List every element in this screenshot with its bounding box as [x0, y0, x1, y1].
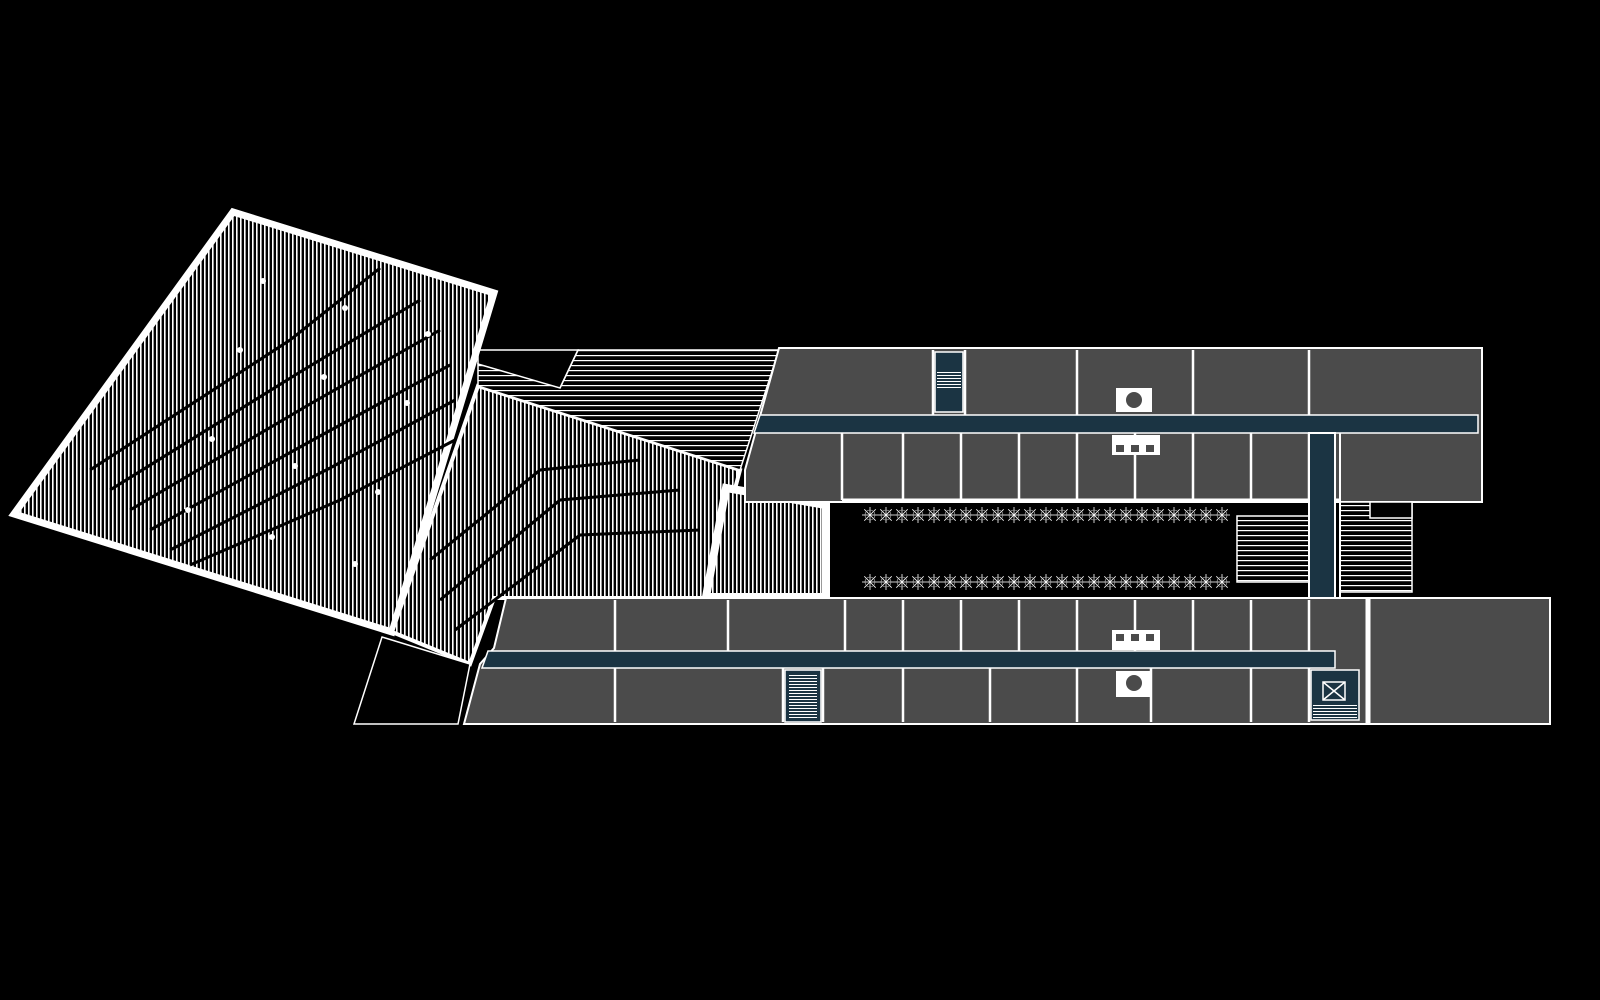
west-wing-large	[8, 207, 499, 637]
tree-icon	[878, 507, 894, 523]
tree-icon	[1198, 574, 1214, 590]
tree-icon	[1150, 574, 1166, 590]
tree-icon	[1022, 507, 1038, 523]
tree-icon	[990, 507, 1006, 523]
shaft-icon	[1310, 669, 1360, 721]
east-hall	[1367, 597, 1551, 725]
tree-icon	[1134, 507, 1150, 523]
middle-wing-chevrons	[429, 458, 701, 632]
restroom-icon	[1112, 435, 1160, 455]
east-triangle-hatch	[701, 483, 830, 601]
tree-icon	[974, 574, 990, 590]
tree-icon	[942, 574, 958, 590]
tree-icon	[1022, 574, 1038, 590]
southwest-plaza-outline	[352, 636, 471, 725]
north-terrace-outline	[477, 349, 580, 389]
tree-icon	[1214, 507, 1230, 523]
tree-icon	[1054, 574, 1070, 590]
tree-icon	[894, 507, 910, 523]
tree-icon	[894, 574, 910, 590]
tree-icon	[1166, 574, 1182, 590]
tree-icon	[1214, 574, 1230, 590]
tree-icon	[1086, 507, 1102, 523]
tree-icon	[1102, 507, 1118, 523]
tree-icon	[1134, 574, 1150, 590]
tree-icon	[1086, 574, 1102, 590]
restroom-icon	[1112, 630, 1160, 650]
tree-icon	[1102, 574, 1118, 590]
tree-icon	[862, 507, 878, 523]
tree-icon	[958, 507, 974, 523]
tree-icon	[974, 507, 990, 523]
north-bar-upper-walls	[931, 350, 1311, 415]
tree-icon	[1070, 574, 1086, 590]
column-dots	[185, 278, 431, 567]
tree-icon	[926, 574, 942, 590]
tree-icon	[958, 574, 974, 590]
tree-icon	[926, 507, 942, 523]
tree-icon	[1150, 507, 1166, 523]
courtyard-trees	[862, 507, 1230, 590]
north-bar	[744, 347, 1483, 503]
tree-icon	[862, 574, 878, 590]
tree-icon	[910, 507, 926, 523]
stair-icon	[784, 669, 822, 723]
tree-icon	[878, 574, 894, 590]
tree-icon	[1198, 507, 1214, 523]
tree-icon	[1166, 507, 1182, 523]
elevator-icon	[1116, 388, 1152, 412]
tree-icon	[990, 574, 1006, 590]
tree-icon	[942, 507, 958, 523]
tree-icon	[1182, 507, 1198, 523]
south-bar	[462, 597, 1551, 725]
north-corridor	[752, 414, 1479, 434]
tree-icon	[1038, 507, 1054, 523]
tree-icon	[1006, 507, 1022, 523]
tree-icon	[1118, 574, 1134, 590]
tree-icon	[1038, 574, 1054, 590]
tree-icon	[1070, 507, 1086, 523]
tree-icon	[1006, 574, 1022, 590]
south-corridor	[480, 650, 1336, 669]
tree-icon	[1054, 507, 1070, 523]
west-wing-chevrons	[89, 266, 456, 567]
tree-icon	[1118, 507, 1134, 523]
south-bar-lower-walls	[613, 668, 1311, 722]
elevator-icon	[1116, 671, 1152, 697]
east-terrace	[1236, 501, 1413, 593]
tree-icon	[910, 574, 926, 590]
tree-icon	[1182, 574, 1198, 590]
